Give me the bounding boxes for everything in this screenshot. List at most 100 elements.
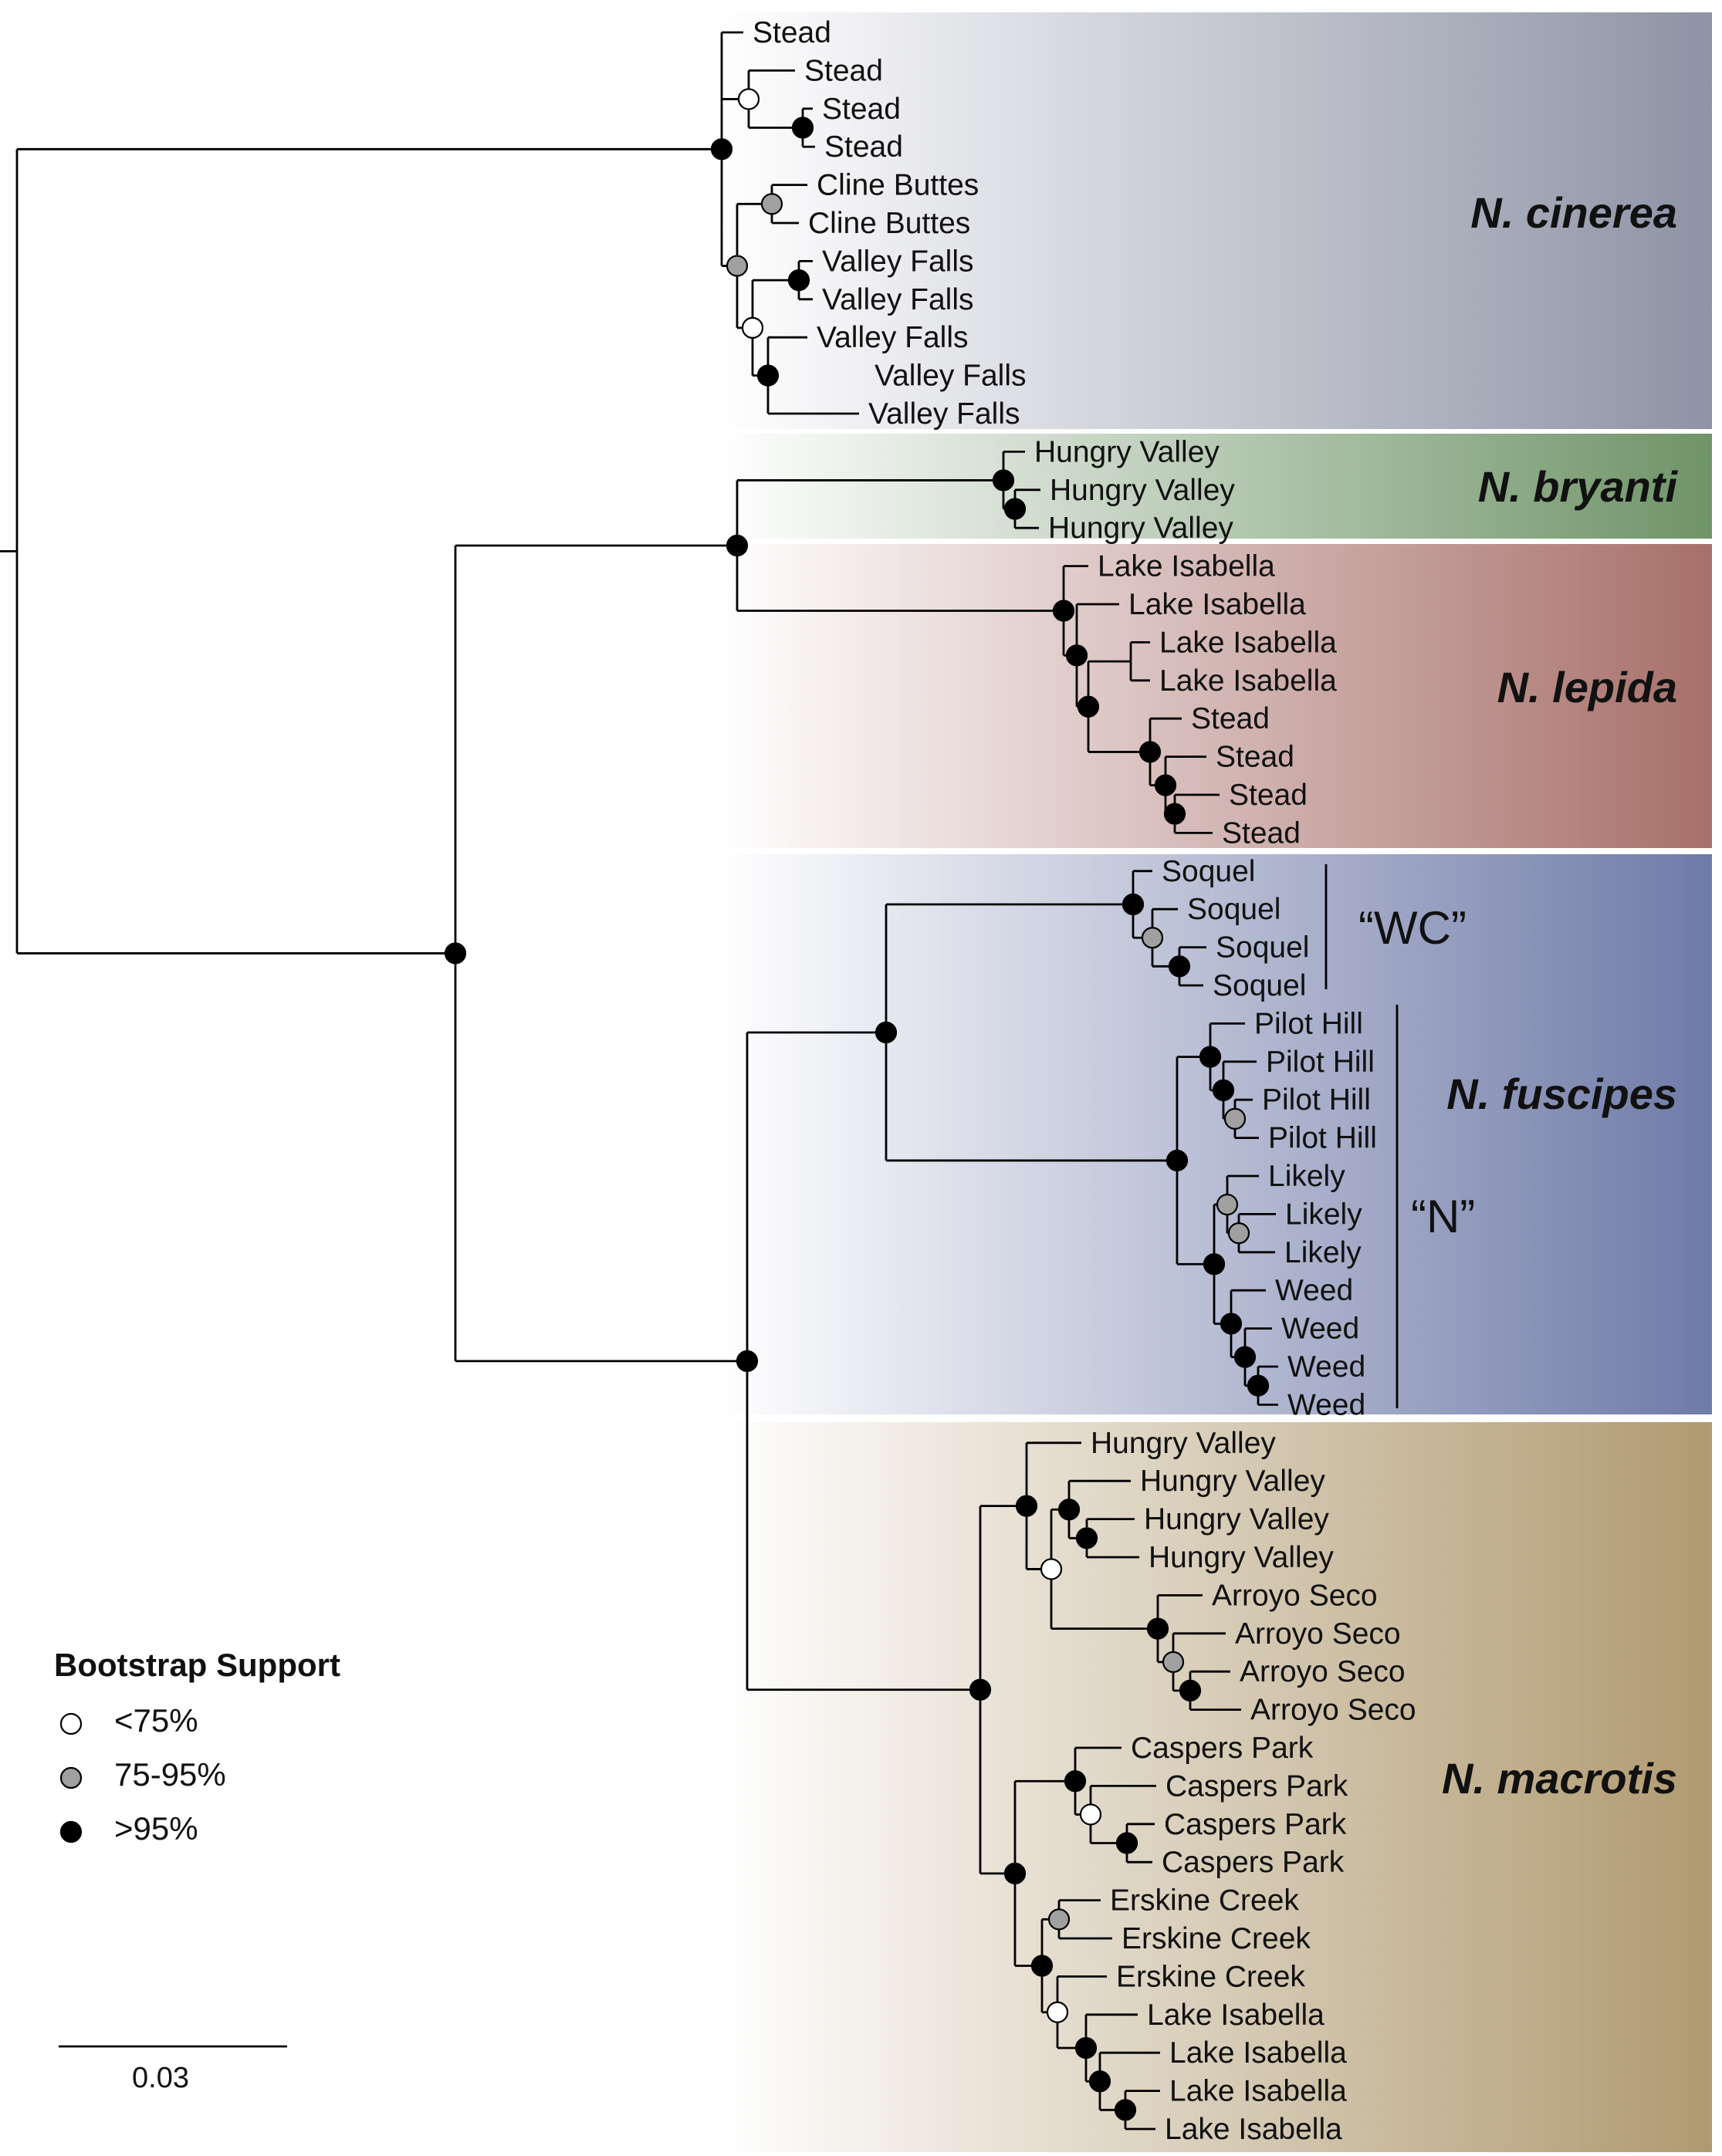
support-high-node-icon: [1199, 1046, 1222, 1068]
tip-label: Pilot Hill: [1254, 1007, 1363, 1040]
tip-label: Soquel: [1216, 931, 1309, 965]
support-high-node-icon: [1203, 1253, 1226, 1276]
tip-label: Lake Isabella: [1147, 1999, 1324, 2032]
support-high-node-icon: [1179, 1679, 1202, 1701]
support-mid-node-icon: [1227, 1222, 1250, 1245]
support-high-node-icon: [1074, 2036, 1098, 2060]
support-high-node-icon: [1163, 803, 1186, 825]
tip-label: Likely: [1285, 1198, 1362, 1231]
tip-label: Arroyo Seco: [1250, 1694, 1416, 1727]
tip-label: Stead: [1229, 779, 1308, 812]
support-high-node-icon: [1065, 644, 1088, 667]
support-high-node-icon: [1121, 893, 1145, 916]
tip-label: Hungry Valley: [1050, 474, 1235, 507]
support-low-node-icon: [1040, 1558, 1063, 1580]
legend-label-high: >95%: [114, 1810, 198, 1847]
tip-label: Arroyo Seco: [1212, 1579, 1378, 1612]
tip-label: Weed: [1287, 1350, 1365, 1384]
support-high-node-icon: [1088, 2070, 1111, 2093]
wc-subgroup-label: “WC”: [1358, 902, 1467, 954]
clade-label-fuscipes: N. fuscipes: [1446, 1070, 1677, 1118]
tip-label: Erskine Creek: [1116, 1960, 1305, 1993]
support-mid-node-icon: [1216, 1193, 1239, 1216]
tip-label: Soquel: [1162, 855, 1255, 888]
legend-gray-circle-icon: [59, 1766, 83, 1789]
support-high-node-icon: [1064, 1770, 1087, 1793]
tip-label: Caspers Park: [1162, 1846, 1345, 1879]
support-high-node-icon: [1077, 695, 1100, 718]
tip-label: Stead: [1216, 741, 1294, 774]
support-high-node-icon: [1154, 774, 1177, 796]
tip-label: Caspers Park: [1164, 1808, 1347, 1841]
tip-label: Lake Isabella: [1159, 626, 1337, 659]
tip-label: Hungry Valley: [1048, 512, 1233, 545]
clade-panel-lepida: [719, 544, 1712, 848]
support-high-node-icon: [444, 942, 467, 965]
tip-label: Soquel: [1187, 893, 1281, 926]
legend-label-low: <75%: [114, 1702, 198, 1739]
support-mid-node-icon: [1223, 1107, 1247, 1130]
tip-label: Erskine Creek: [1110, 1884, 1299, 1918]
tip-label: Valley Falls: [875, 360, 1027, 393]
tip-label: Valley Falls: [822, 283, 974, 316]
clade-label-cinerea: N. cinerea: [1470, 188, 1677, 237]
support-high-node-icon: [791, 117, 814, 139]
clade-panel-cinerea: [719, 12, 1712, 429]
tip-label: Stead: [753, 16, 831, 49]
support-high-node-icon: [1030, 1955, 1054, 1977]
tip-label: Lake Isabella: [1169, 2075, 1347, 2108]
tip-label: Arroyo Seco: [1235, 1617, 1401, 1651]
tip-label: Hungry Valley: [1149, 1541, 1334, 1574]
tip-label: Lake Isabella: [1159, 664, 1337, 698]
tip-label: Hungry Valley: [1140, 1465, 1325, 1498]
scale-bar-label: 0.03: [132, 2062, 189, 2094]
tip-label: Lake Isabella: [1169, 2036, 1347, 2070]
tip-label: Likely: [1268, 1160, 1345, 1193]
support-low-node-icon: [737, 88, 760, 110]
bootstrap-nodes: [444, 88, 1270, 2121]
tip-label: Hungry Valley: [1144, 1503, 1329, 1536]
tip-label: Stead: [1191, 702, 1270, 735]
tip-label: Stead: [804, 54, 883, 87]
clade-panel-macrotis: [719, 1422, 1712, 2152]
tip-label: Arroyo Seco: [1240, 1655, 1406, 1688]
legend-white-circle-icon: [59, 1712, 83, 1735]
tip-label: Valley Falls: [822, 245, 974, 278]
support-high-node-icon: [756, 364, 780, 387]
support-high-node-icon: [969, 1678, 992, 1701]
support-high-node-icon: [1146, 1617, 1169, 1640]
support-high-node-icon: [1247, 1374, 1270, 1397]
support-mid-node-icon: [726, 255, 749, 277]
support-high-node-icon: [1168, 955, 1191, 978]
support-high-node-icon: [1115, 1832, 1138, 1854]
support-high-node-icon: [1003, 498, 1027, 520]
tip-label: Lake Isabella: [1128, 588, 1306, 621]
support-high-node-icon: [1138, 741, 1162, 763]
tip-label: Pilot Hill: [1262, 1083, 1371, 1117]
clade-panel-bryanti: [719, 434, 1712, 539]
support-high-node-icon: [1003, 1862, 1027, 1884]
support-high-node-icon: [1165, 1149, 1189, 1172]
support-high-node-icon: [1015, 1495, 1038, 1517]
legend-title: Bootstrap Support: [54, 1647, 340, 1683]
tip-label: Likely: [1284, 1236, 1362, 1269]
legend: Bootstrap Support <75% 75-95% >95%: [54, 1647, 340, 1847]
tip-label: Erskine Creek: [1121, 1922, 1311, 1955]
support-high-node-icon: [1052, 600, 1075, 622]
tip-label: Soquel: [1213, 969, 1306, 1002]
tip-label: Cline Buttes: [817, 169, 979, 202]
support-high-node-icon: [1220, 1313, 1243, 1335]
support-low-node-icon: [1046, 2001, 1069, 2023]
tip-label: Valley Falls: [817, 321, 969, 354]
tip-label: Valley Falls: [868, 397, 1020, 431]
support-mid-node-icon: [760, 193, 783, 215]
support-high-node-icon: [787, 269, 810, 292]
n-subgroup-label: “N”: [1411, 1191, 1475, 1242]
clade-label-macrotis: N. macrotis: [1442, 1754, 1677, 1803]
support-high-node-icon: [1057, 1499, 1081, 1521]
legend-label-mid: 75-95%: [114, 1756, 226, 1793]
support-high-node-icon: [1114, 2099, 1137, 2121]
tip-label: Weed: [1275, 1274, 1353, 1307]
